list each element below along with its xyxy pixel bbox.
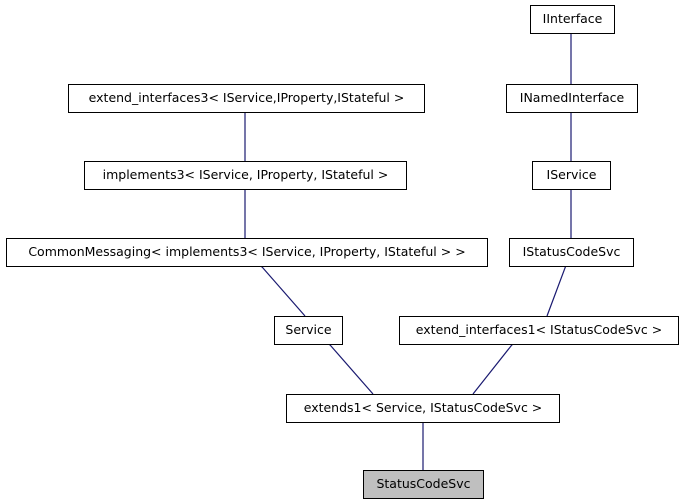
edge-line — [255, 259, 306, 317]
class-node-inamedinterface[interactable]: INamedInterface — [506, 84, 638, 113]
class-node-label: extend_interfaces1< IStatusCodeSvc > — [415, 322, 663, 338]
class-node-iinterface[interactable]: IInterface — [530, 5, 615, 34]
class-node-istatuscodesvc[interactable]: IStatusCodeSvc — [509, 238, 634, 267]
class-node-extends1[interactable]: extends1< Service, IStatusCodeSvc > — [286, 394, 560, 423]
class-node-extend_interfaces3[interactable]: extend_interfaces3< IService,IProperty,I… — [68, 84, 425, 113]
class-node-label: extend_interfaces3< IService,IProperty,I… — [88, 90, 405, 106]
class-node-commonmessaging[interactable]: CommonMessaging< implements3< IService, … — [6, 238, 488, 267]
edge-line — [472, 337, 519, 395]
class-node-iservice[interactable]: IService — [532, 161, 611, 190]
class-node-label: IStatusCodeSvc — [522, 244, 621, 260]
class-node-label: StatusCodeSvc — [376, 476, 471, 492]
class-node-label: extends1< Service, IStatusCodeSvc > — [303, 400, 543, 416]
class-node-service[interactable]: Service — [274, 316, 343, 345]
class-node-label: IService — [546, 167, 597, 183]
class-node-label: Service — [285, 322, 332, 338]
class-node-label: implements3< IService, IProperty, IState… — [102, 167, 389, 183]
class-node-label: IInterface — [542, 11, 603, 27]
class-node-label: CommonMessaging< implements3< IService, … — [28, 244, 466, 260]
class-node-extend_interfaces1[interactable]: extend_interfaces1< IStatusCodeSvc > — [399, 316, 679, 345]
edge-line — [323, 337, 374, 395]
class-node-label: INamedInterface — [519, 90, 625, 106]
class-node-statuscodesvc[interactable]: StatusCodeSvc — [363, 470, 484, 499]
class-node-implements3[interactable]: implements3< IService, IProperty, IState… — [84, 161, 407, 190]
